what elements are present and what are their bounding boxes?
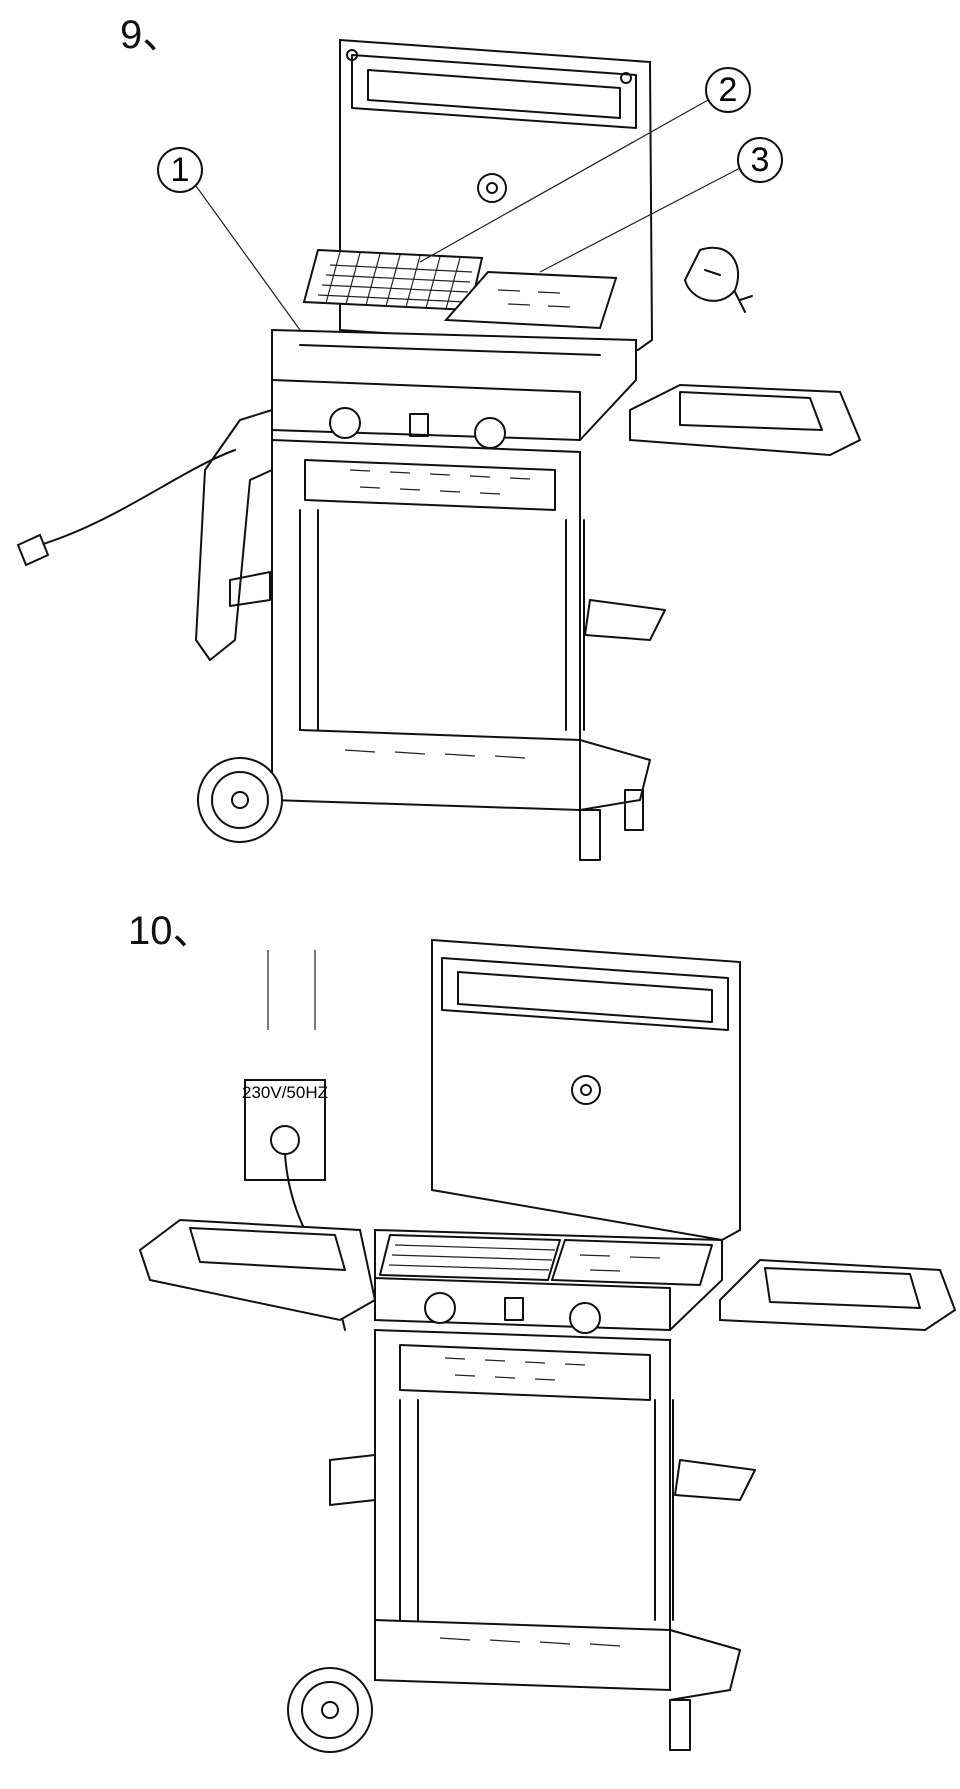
cart-frame — [329, 1328, 756, 1751]
wall-outlet: 230V/50HZ — [242, 950, 328, 1181]
callout-3: 3 — [539, 137, 783, 273]
left-side-shelf — [138, 1218, 377, 1322]
wheel — [287, 1667, 373, 1753]
right-knob — [474, 417, 506, 449]
power-switch — [409, 413, 429, 437]
firebox — [374, 1228, 723, 1334]
left-knob — [329, 407, 361, 439]
callout-2: 2 — [419, 67, 751, 263]
cart-frame — [271, 438, 666, 861]
svg-text:2: 2 — [719, 71, 738, 109]
callout-1: 1 — [157, 147, 301, 331]
detail-magnifier — [684, 246, 753, 313]
right-side-shelf — [629, 383, 862, 457]
griddle-plate — [443, 270, 618, 330]
step-10-label: 10、 — [128, 909, 213, 953]
right-side-shelf — [719, 1258, 957, 1332]
outlet-voltage-label: 230V/50HZ — [242, 1083, 328, 1102]
grill-grate — [302, 248, 484, 312]
power-cord — [16, 449, 236, 567]
wheel — [197, 757, 283, 843]
step-9-label: 9、 — [120, 13, 183, 57]
svg-text:1: 1 — [171, 151, 190, 189]
svg-text:3: 3 — [751, 141, 770, 179]
left-handle — [195, 409, 273, 661]
power-switch — [504, 1297, 524, 1321]
grill-lid — [431, 938, 741, 1242]
plug-icon — [16, 533, 50, 567]
step-9-grill-illustration: 1 2 3 — [16, 38, 862, 861]
step-10-grill-illustration: 230V/50HZ — [138, 938, 957, 1753]
firebox — [271, 328, 637, 449]
